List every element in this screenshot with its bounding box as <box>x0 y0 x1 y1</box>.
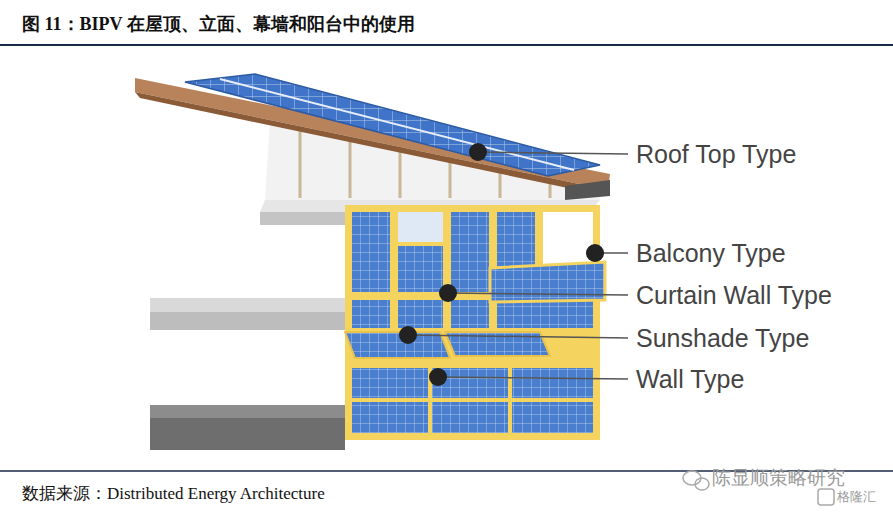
type-label: Balcony Type <box>636 239 786 268</box>
type-label: Wall Type <box>636 365 744 394</box>
top-rule <box>0 44 893 46</box>
balcony <box>490 262 605 302</box>
watermark: 陈显顺策略研究 <box>712 465 845 491</box>
type-label: Sunshade Type <box>636 324 809 353</box>
facade <box>345 205 600 440</box>
type-label: Curtain Wall Type <box>636 281 832 310</box>
type-label: Roof Top Type <box>636 140 796 169</box>
source-caption: 数据来源：Distributed Energy Architecture <box>22 482 325 505</box>
roof <box>135 74 610 200</box>
leader-lines <box>408 152 628 379</box>
figure-title: 图 11：BIPV 在屋顶、立面、幕墙和阳台中的使用 <box>22 12 415 36</box>
watermark: 格隆汇 <box>837 488 876 506</box>
callout-dots <box>399 143 604 386</box>
floor-slabs <box>150 200 600 450</box>
